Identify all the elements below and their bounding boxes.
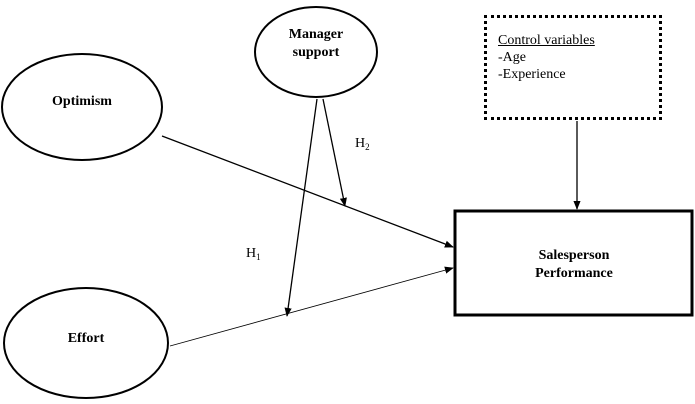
manager-support-ellipse bbox=[254, 6, 378, 98]
control-variables-box: Control variables -Age -Experience bbox=[484, 15, 662, 120]
manager-support-line1: Manager bbox=[288, 27, 344, 42]
h1-moderation-arrow bbox=[284, 98, 318, 317]
control-variables-title: Control variables bbox=[498, 33, 595, 48]
salesperson-performance-box bbox=[453, 209, 694, 317]
optimism-ellipse bbox=[1, 53, 163, 161]
h2-moderation-arrow bbox=[322, 98, 347, 207]
control-variable-age: -Age bbox=[498, 50, 526, 65]
effort-to-performance-arrow bbox=[169, 266, 454, 347]
control-variable-experience: -Experience bbox=[498, 67, 566, 82]
effort-label: Effort bbox=[67, 331, 105, 346]
performance-line1: Salesperson bbox=[538, 248, 610, 263]
salesperson-performance-label: Salesperson Performance bbox=[484, 247, 664, 283]
performance-line2: Performance bbox=[535, 266, 613, 281]
optimism-label: Optimism bbox=[52, 94, 112, 109]
manager-support-label: Manager support bbox=[266, 26, 366, 62]
h1-label: H1 bbox=[246, 246, 261, 262]
control-variables-list: -Age -Experience bbox=[498, 49, 659, 83]
effort-ellipse bbox=[3, 287, 169, 399]
optimism-to-performance-arrow bbox=[161, 135, 454, 248]
h2-label: H2 bbox=[355, 136, 370, 152]
manager-support-line2: support bbox=[292, 45, 340, 60]
